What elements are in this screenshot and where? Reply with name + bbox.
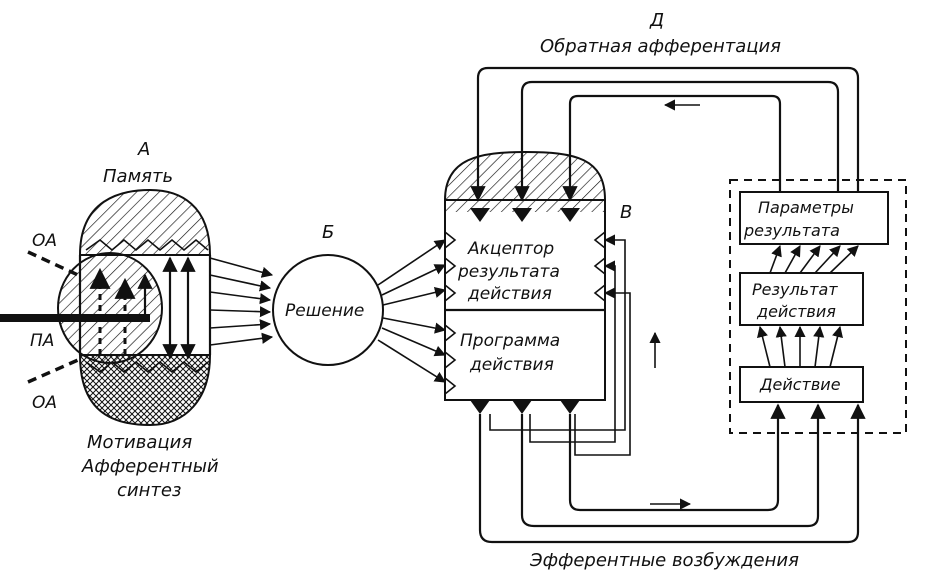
effector-dashed-frame xyxy=(729,179,907,434)
label-oa-top: ОА xyxy=(32,231,57,251)
label-d: Д xyxy=(649,10,664,31)
label-decision: Решение xyxy=(285,301,364,321)
label-memory: Память xyxy=(103,166,173,187)
acceptor-program-block xyxy=(443,150,607,414)
inner-loops xyxy=(489,234,661,456)
label-motivation: Мотивация xyxy=(87,432,192,453)
label-program-1: Программа xyxy=(460,331,560,351)
label-program-2: действия xyxy=(469,355,554,375)
label-v: В xyxy=(620,202,632,223)
result-box xyxy=(739,272,864,326)
label-result-2: действия xyxy=(756,302,836,321)
label-pa: ПА xyxy=(30,331,54,351)
label-params-1: Параметры xyxy=(758,198,854,217)
feedback-loops xyxy=(470,66,860,202)
label-oa-bottom: ОА xyxy=(32,393,57,413)
label-b: Б xyxy=(322,222,334,243)
label-synthesis: синтез xyxy=(117,480,182,501)
arrows-to-acceptor xyxy=(377,239,447,383)
internal-effector-arrows xyxy=(757,244,859,368)
efferent-loops xyxy=(478,403,866,544)
afferent-synthesis-block xyxy=(0,188,212,427)
label-action: Действие xyxy=(759,375,841,394)
label-acceptor-2: результата xyxy=(457,262,560,282)
label-params-2: результата xyxy=(743,221,840,240)
label-acceptor-3: действия xyxy=(467,284,552,304)
label-afferent: Афферентный xyxy=(81,456,219,477)
label-feedback: Обратная афферентация xyxy=(540,36,781,57)
arrows-to-decision xyxy=(209,257,274,346)
label-efferent: Эфферентные возбуждения xyxy=(529,550,799,571)
label-result-1: Результат xyxy=(752,280,838,299)
action-box xyxy=(739,366,864,403)
decision-circle xyxy=(272,254,384,366)
label-acceptor-1: Акцептор xyxy=(467,239,554,259)
params-box xyxy=(739,191,889,245)
label-a: А xyxy=(137,139,150,160)
